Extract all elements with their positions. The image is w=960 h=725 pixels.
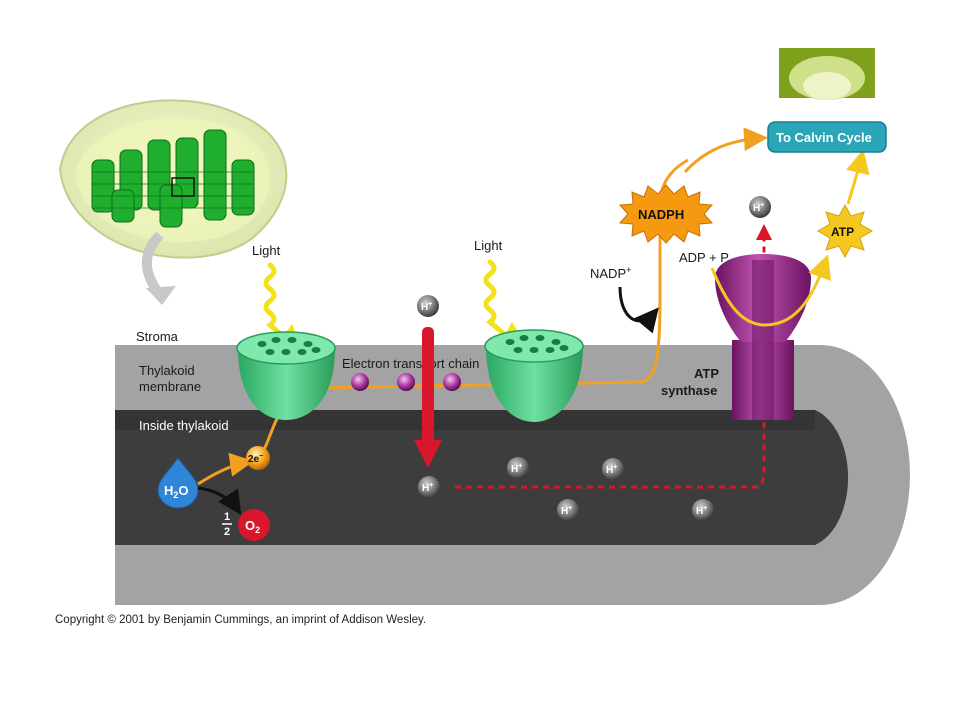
label-electron-transport-chain: Electron transport chain xyxy=(342,356,479,371)
etc-carrier-3 xyxy=(443,373,461,391)
electron-pair: 2e− xyxy=(246,446,270,470)
electron-flow-path xyxy=(256,158,689,460)
svg-text:O2: O2 xyxy=(245,518,260,535)
etc-carrier-2 xyxy=(397,373,415,391)
label-nadp-plus: NADP+ xyxy=(590,265,631,281)
decorative-tile xyxy=(779,48,875,100)
svg-text:H+: H+ xyxy=(511,463,522,475)
half-den: 2 xyxy=(224,526,230,538)
proton-pump-arrow xyxy=(414,327,442,468)
half-num: 1 xyxy=(224,511,230,523)
nadph-burst: NADPH xyxy=(618,184,714,244)
label-adp-p: ADP + P xyxy=(679,250,729,265)
label-stroma: Stroma xyxy=(136,329,179,344)
h-ion-lumen-1: H+ xyxy=(418,476,440,498)
h-ion-lumen-3: H+ xyxy=(602,458,624,480)
atp-formation-path xyxy=(710,254,832,327)
svg-text:H+: H+ xyxy=(696,505,707,517)
electron-transport-chain: Electron transport chain xyxy=(342,356,479,391)
two-e-sup: − xyxy=(259,453,263,460)
label-atp-synthase-1: ATP xyxy=(694,366,719,381)
atp-burst: ATP xyxy=(817,203,873,259)
label-atp-synthase-2: synthase xyxy=(661,383,717,398)
label-thylakoid-membrane-2: membrane xyxy=(139,379,201,394)
label-nadph: NADPH xyxy=(638,207,684,222)
nadp-to-nadph-arrow xyxy=(618,286,659,334)
o2-sub: 2 xyxy=(255,525,260,535)
proton-gradient-path xyxy=(455,235,766,489)
label-to-calvin-cycle: To Calvin Cycle xyxy=(776,130,872,145)
svg-text:2e−: 2e− xyxy=(248,453,263,465)
light-arrow-right: Light xyxy=(474,238,522,340)
h-ion-synthase-top: H+ xyxy=(749,196,771,218)
svg-text:H+: H+ xyxy=(421,301,432,313)
thylakoid-lumen xyxy=(115,410,849,545)
photosystem-i xyxy=(484,329,584,422)
photosystem-ii xyxy=(236,331,336,420)
svg-text:H2O: H2O xyxy=(164,483,189,500)
water-to-oxygen-arrow xyxy=(197,486,242,515)
label-light-right: Light xyxy=(474,238,503,253)
o2-o: O xyxy=(245,518,255,533)
h-ion-lumen-4: H+ xyxy=(557,499,579,521)
atp-to-calvin-arrow xyxy=(846,149,870,205)
atp-synthase: ATP synthase xyxy=(661,254,811,420)
oxygen: O2 1 2 xyxy=(222,509,270,541)
chloroplast-icon xyxy=(58,99,288,305)
h2o-o: O xyxy=(178,483,188,498)
copyright-notice: Copyright © 2001 by Benjamin Cummings, a… xyxy=(55,614,427,626)
svg-text:H+: H+ xyxy=(606,464,617,476)
h-ion-lumen-2: H+ xyxy=(507,457,529,479)
water-to-electron-arrow xyxy=(197,452,254,486)
water-drop: H2O xyxy=(157,457,199,509)
label-inside-thylakoid: Inside thylakoid xyxy=(139,418,229,433)
etc-carrier-1 xyxy=(351,373,369,391)
h-ion-lumen-5: H+ xyxy=(692,499,714,521)
label-light-left: Light xyxy=(252,243,281,258)
calvin-cycle-box: To Calvin Cycle xyxy=(767,121,887,153)
h2o-h: H xyxy=(164,483,173,498)
proton-exit-arrowhead xyxy=(756,224,772,240)
label-thylakoid-membrane-1: Thylakoid xyxy=(139,363,195,378)
h-ion-stroma-top: H+ xyxy=(417,295,439,317)
svg-text:H+: H+ xyxy=(561,505,572,517)
label-atp: ATP xyxy=(831,225,854,239)
svg-text:H+: H+ xyxy=(753,202,764,214)
svg-text:H+: H+ xyxy=(422,482,433,494)
electron-flow-to-calvin xyxy=(683,127,768,174)
light-arrow-left: Light xyxy=(252,243,299,342)
two-e: 2e xyxy=(248,454,260,465)
h2o-sub: 2 xyxy=(173,490,178,500)
